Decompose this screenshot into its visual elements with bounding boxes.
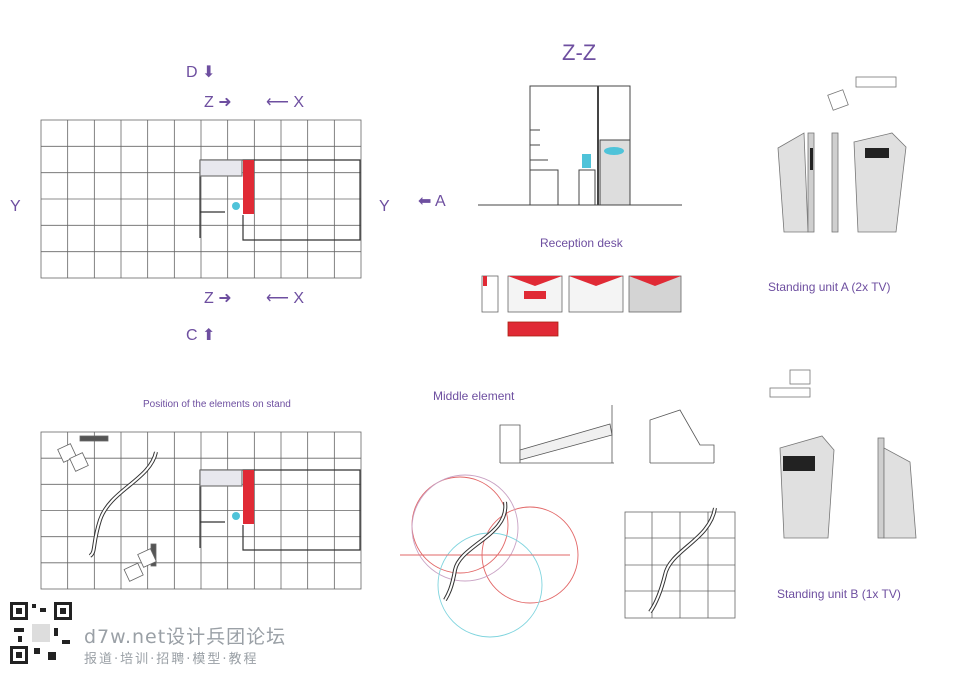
- section-x-top-label: ⟵ X: [266, 94, 305, 111]
- floor-plan-top: [40, 119, 362, 279]
- middle-element-circles: [400, 474, 579, 638]
- middle-element-plan: [624, 511, 736, 619]
- red-wall-top: [243, 160, 254, 214]
- reception-desk-views: [481, 275, 682, 337]
- standing-unit-a-title: Standing unit A (2x TV): [768, 280, 891, 294]
- tv-screen-b: [783, 456, 815, 471]
- desk-red-top-3: [629, 276, 681, 286]
- section-zz-title: Z-Z: [562, 40, 597, 65]
- stand-outline-top: [199, 159, 361, 241]
- watermark-site: d7w.net设计兵团论坛: [84, 626, 287, 648]
- view-c-label: C ⬆: [186, 327, 216, 344]
- middle-element-elevation: [499, 405, 715, 464]
- qr-code-icon: [8, 600, 74, 666]
- section-y-left-label: Y: [10, 198, 21, 215]
- desk-red-top-2: [569, 276, 623, 286]
- stand-outline-bottom: [199, 469, 361, 551]
- floor-plan-bottom: [40, 431, 362, 590]
- watermark-tagline: 报道·培训·招聘·模型·教程: [84, 652, 259, 667]
- view-d-label: D ⬇: [186, 64, 216, 81]
- section-z-bottom-label: Z ➜: [204, 290, 232, 307]
- middle-element-title: Middle element: [433, 389, 515, 403]
- tv-screen-a: [865, 148, 889, 158]
- water-cooler-icon: [582, 154, 591, 168]
- water-dispenser-bottom: [232, 512, 240, 520]
- desk-red-top-1: [508, 276, 562, 286]
- red-wall-bottom: [243, 470, 254, 524]
- section-y-right-label: Y: [379, 198, 390, 215]
- view-a-label: ⬅ A: [418, 193, 446, 210]
- middle-element-curve: [88, 451, 158, 558]
- section-zz: [478, 85, 682, 206]
- position-title: Position of the elements on stand: [143, 399, 291, 410]
- section-x-bottom-label: ⟵ X: [266, 290, 305, 307]
- reception-desk-title: Reception desk: [540, 236, 623, 250]
- middle-element-curve-detail: [443, 501, 508, 602]
- dow-logo-icon: [524, 291, 546, 299]
- logo-disc-icon: [604, 147, 624, 155]
- standing-unit-b-views: [769, 369, 917, 539]
- standing-unit-b-title: Standing unit B (1x TV): [777, 587, 901, 601]
- standing-unit-b-plan: [123, 543, 157, 582]
- section-z-top-label: Z ➜: [204, 94, 232, 111]
- standing-unit-a-plan: [57, 435, 109, 472]
- water-dispenser-top: [232, 202, 240, 210]
